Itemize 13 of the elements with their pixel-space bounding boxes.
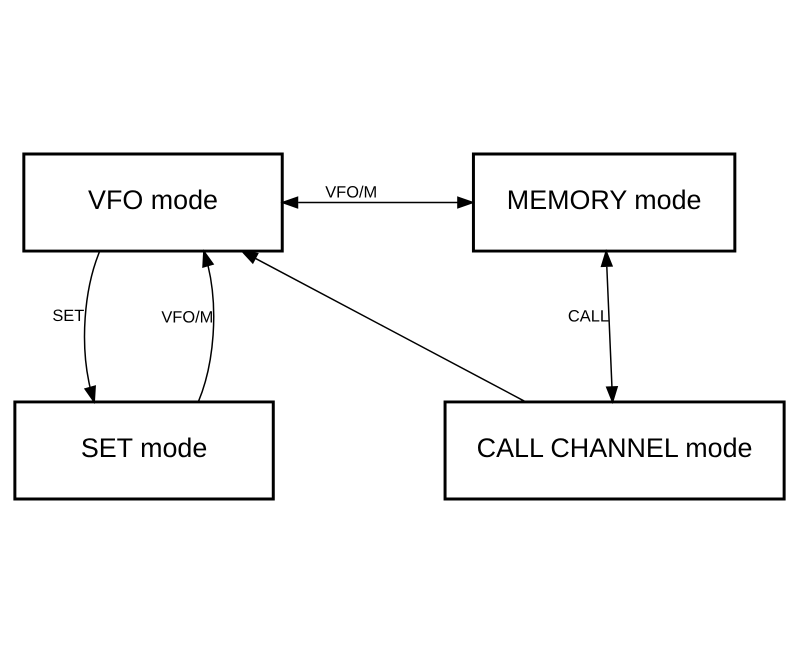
arrow [240, 250, 526, 403]
node-box: SET mode [13, 400, 275, 501]
arrow [198, 249, 214, 402]
node-box: VFO mode [22, 152, 284, 253]
arrow [84, 250, 100, 404]
edge-label: VFO/M [325, 184, 378, 202]
edge-label: CALL [568, 308, 609, 326]
edge-label: VFO/M [161, 308, 214, 326]
node-box: MEMORY mode [472, 152, 736, 253]
arrow [600, 248, 618, 404]
edge-label: SET [52, 306, 84, 325]
node-box: CALL CHANNEL mode [444, 400, 786, 501]
arrow [280, 196, 476, 209]
